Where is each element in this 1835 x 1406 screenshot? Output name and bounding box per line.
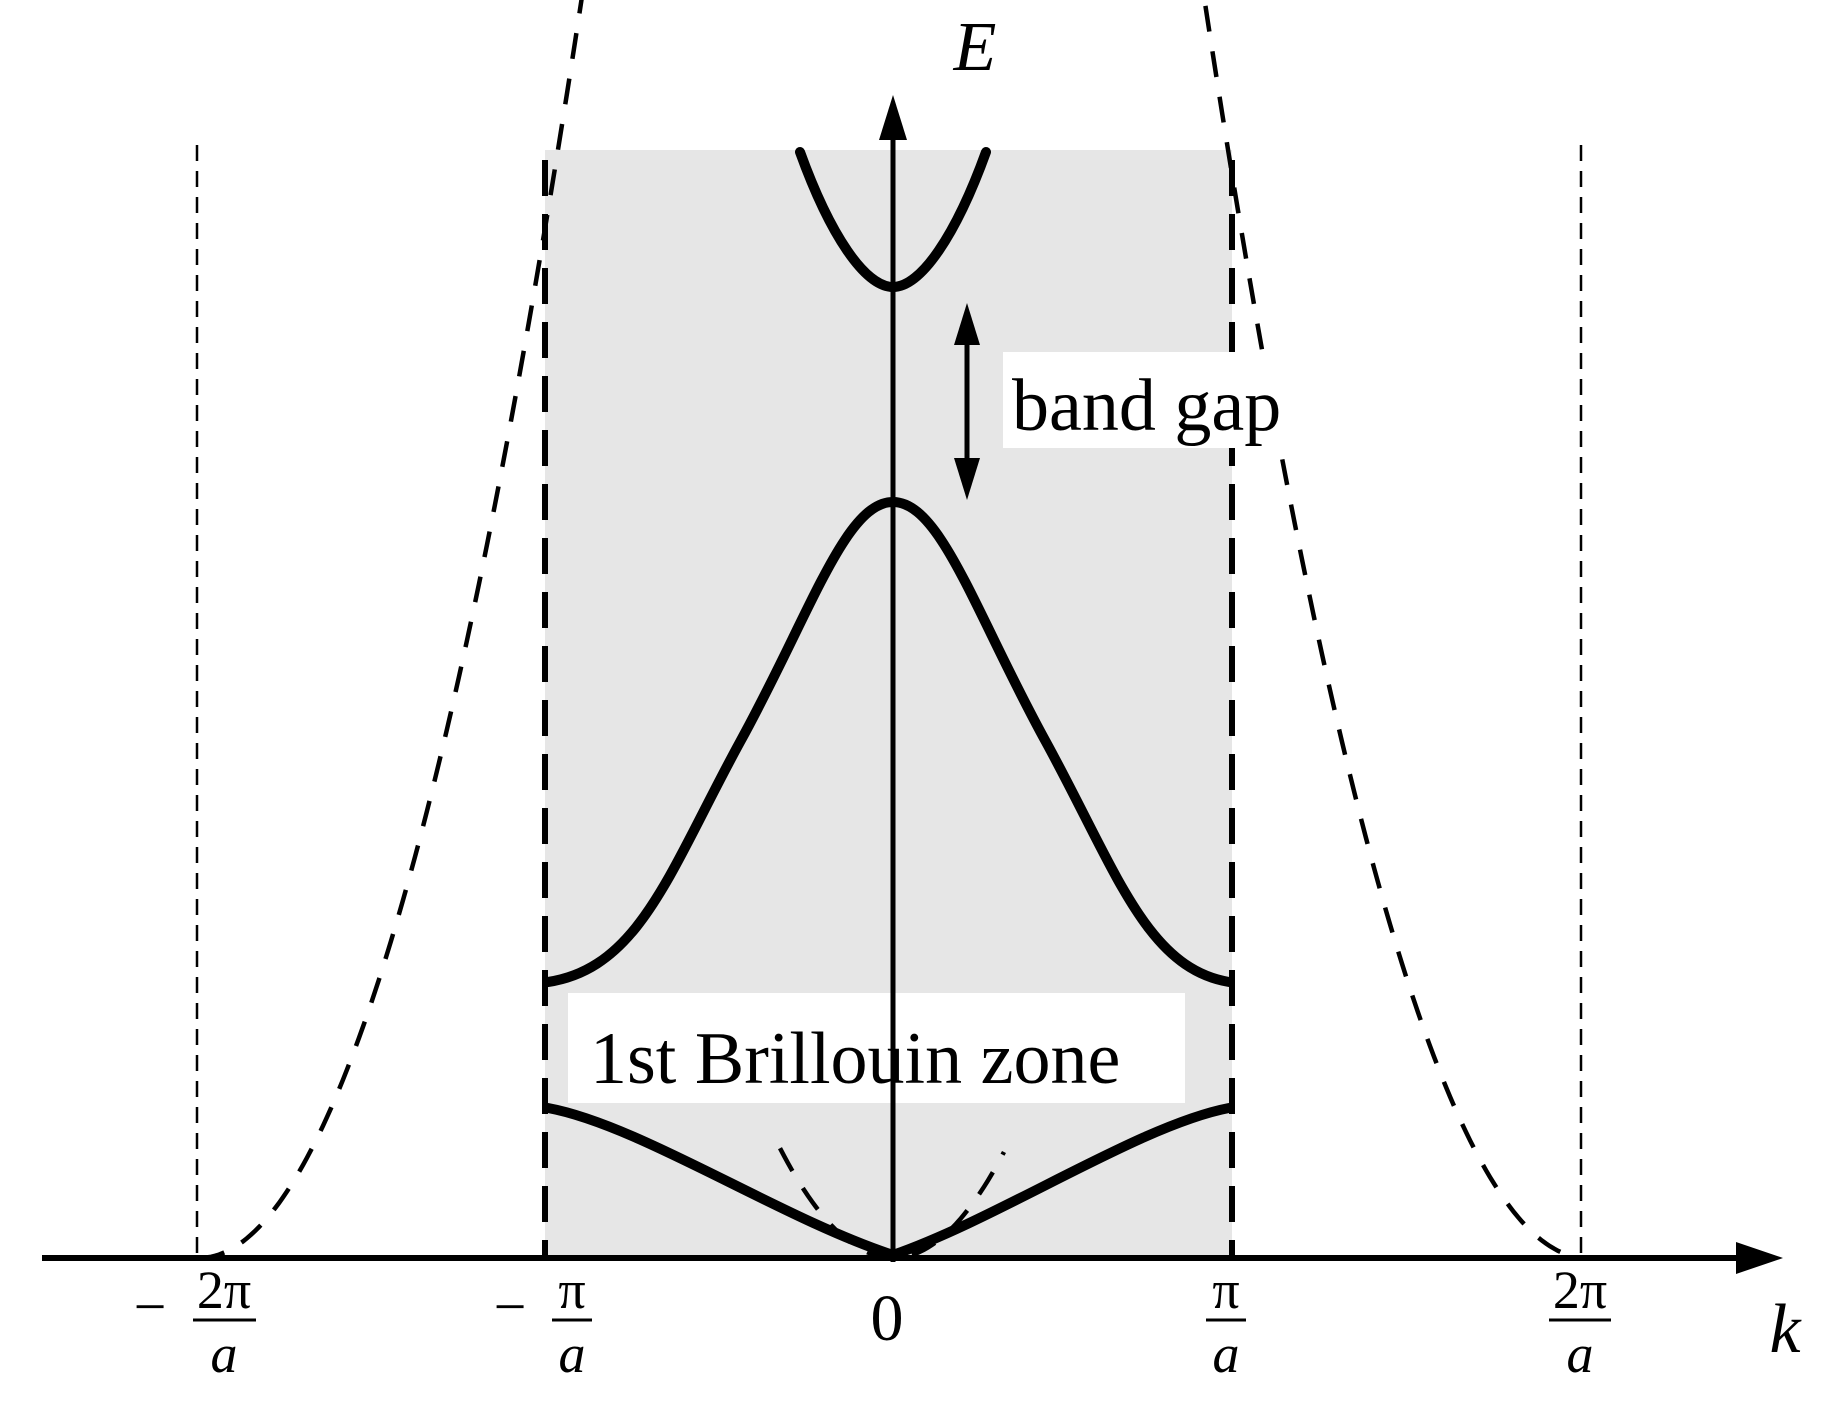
tick-label-neg-2pi-over-a: − 2π a [134,1260,256,1384]
tick-label-numerator: 2π [197,1260,251,1320]
k-axis-arrowhead [1736,1242,1783,1274]
tick-label-zero: 0 [871,1282,904,1355]
free-electron-parabola-right [1202,0,1583,1261]
k-axis-label: k [1769,1291,1802,1368]
tick-label-sign: − [494,1274,527,1339]
band-gap-label: band gap [1012,365,1281,447]
tick-label-denominator: a [1213,1324,1240,1384]
tick-label-denominator: a [211,1324,238,1384]
tick-label-denominator: a [559,1324,586,1384]
tick-label-numerator: 2π [1553,1260,1607,1320]
tick-label-numerator: π [558,1260,585,1320]
band-gap-arrow-head-down [954,458,980,500]
band-gap-arrow-head-up [954,303,980,345]
band-gap-label-background [1003,352,1309,448]
tick-label-pi-over-a: π a [1206,1260,1246,1384]
e-axis-label: E [953,9,997,86]
brillouin-zone-label-background [568,993,1185,1103]
brillouin-zone-label: 1st Brillouin zone [590,1018,1120,1100]
tick-label-sign: − [134,1274,167,1339]
tick-label-numerator: 0 [871,1282,904,1355]
tick-label-numerator: π [1212,1260,1239,1320]
tick-label-2pi-over-a: 2π a [1549,1260,1611,1384]
tick-label-neg-pi-over-a: − π a [494,1260,592,1384]
tick-label-denominator: a [1567,1324,1594,1384]
e-axis-arrowhead [879,95,907,140]
